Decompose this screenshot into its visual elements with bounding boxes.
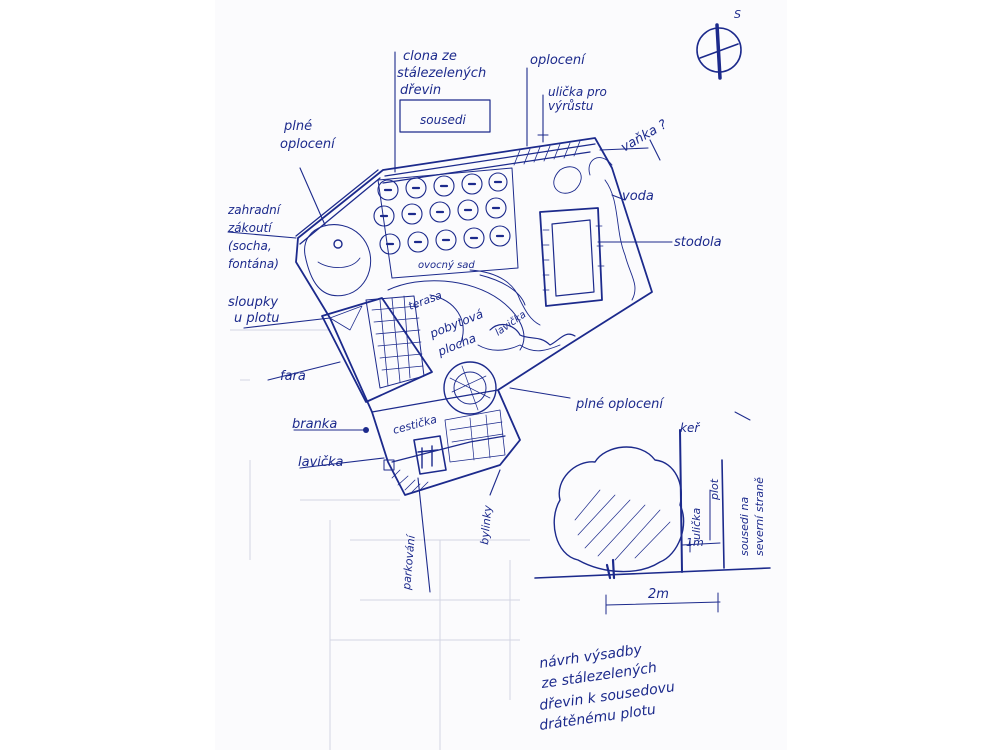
label-neighbours-side-1: sousedi na: [738, 497, 751, 556]
label-bench-bottom: lavička: [298, 455, 344, 470]
left-fence: [295, 169, 381, 245]
section-detail: [534, 411, 771, 615]
compass-letter: S: [734, 8, 741, 21]
label-parsonage: fara: [280, 369, 306, 384]
label-2m: 2m: [648, 587, 669, 602]
orchard: [373, 167, 519, 279]
bench-hedge: [489, 323, 576, 346]
design-note: návrh výsadby ze stálezelených dřevin k …: [538, 642, 676, 734]
label-1m: 1m: [686, 536, 704, 549]
label-garden-nook-1: zahradní: [227, 203, 282, 217]
gate-marker: [363, 427, 369, 433]
label-orchard: ovocný sad: [418, 259, 475, 271]
garden-nook: [304, 224, 372, 297]
label-terrace: terasa: [407, 289, 444, 313]
label-garden-nook-2: zákoutí: [227, 221, 273, 235]
label-parking: parkování: [400, 533, 418, 591]
label-lane-2: výrůstu: [548, 99, 594, 113]
fence-post: [679, 429, 683, 573]
parking: [383, 435, 447, 475]
label-fence-dim: plot: [708, 478, 721, 501]
label-posts-2: u plotu: [234, 311, 280, 326]
label-fencing: oplocení: [530, 53, 587, 68]
label-posts-1: sloupky: [228, 295, 278, 310]
compass: S: [696, 8, 742, 80]
shrub-canopy: [553, 446, 685, 573]
label-evergreen-screen-3: dřevin: [400, 83, 441, 98]
label-shrub: keř: [680, 421, 700, 435]
paper-sheet: [215, 0, 787, 750]
garden-plan: [295, 137, 653, 496]
label-garden-nook-3: (socha,: [228, 239, 272, 253]
parsonage: [321, 295, 433, 403]
fence-right: [721, 459, 725, 569]
label-barn: stodola: [674, 235, 722, 250]
label-path: cestička: [391, 413, 438, 437]
label-neighbours: sousedi: [420, 113, 466, 127]
barn: [539, 207, 605, 307]
label-sitting-1: pobytová: [427, 307, 485, 341]
label-tub: vaňka ?: [619, 117, 670, 155]
label-full-fence-2: oplocení: [280, 137, 337, 152]
label-water: voda: [622, 189, 654, 204]
label-lane-1: ulička pro: [548, 85, 607, 99]
label-herbs: bylinky: [478, 504, 494, 545]
ground-line: [534, 567, 771, 579]
label-gate: branka: [292, 417, 337, 432]
faint-background-lines: [230, 329, 530, 750]
round-tree: [443, 361, 497, 415]
label-full-fence-1: plné: [283, 119, 312, 134]
neighbours-box: [399, 99, 491, 133]
label-garden-nook-4: fontána): [228, 257, 279, 271]
label-evergreen-screen-1: clona ze: [403, 49, 457, 64]
leader-lines: [227, 51, 673, 593]
label-neighbours-side-2: severní straně: [753, 477, 766, 556]
label-lane-dim: ulička: [690, 507, 703, 540]
label-bench: lavička: [493, 309, 529, 339]
label-full-fence-side: plné oplocení: [575, 397, 665, 412]
label-evergreen-screen-2: stálezelených: [397, 66, 486, 81]
